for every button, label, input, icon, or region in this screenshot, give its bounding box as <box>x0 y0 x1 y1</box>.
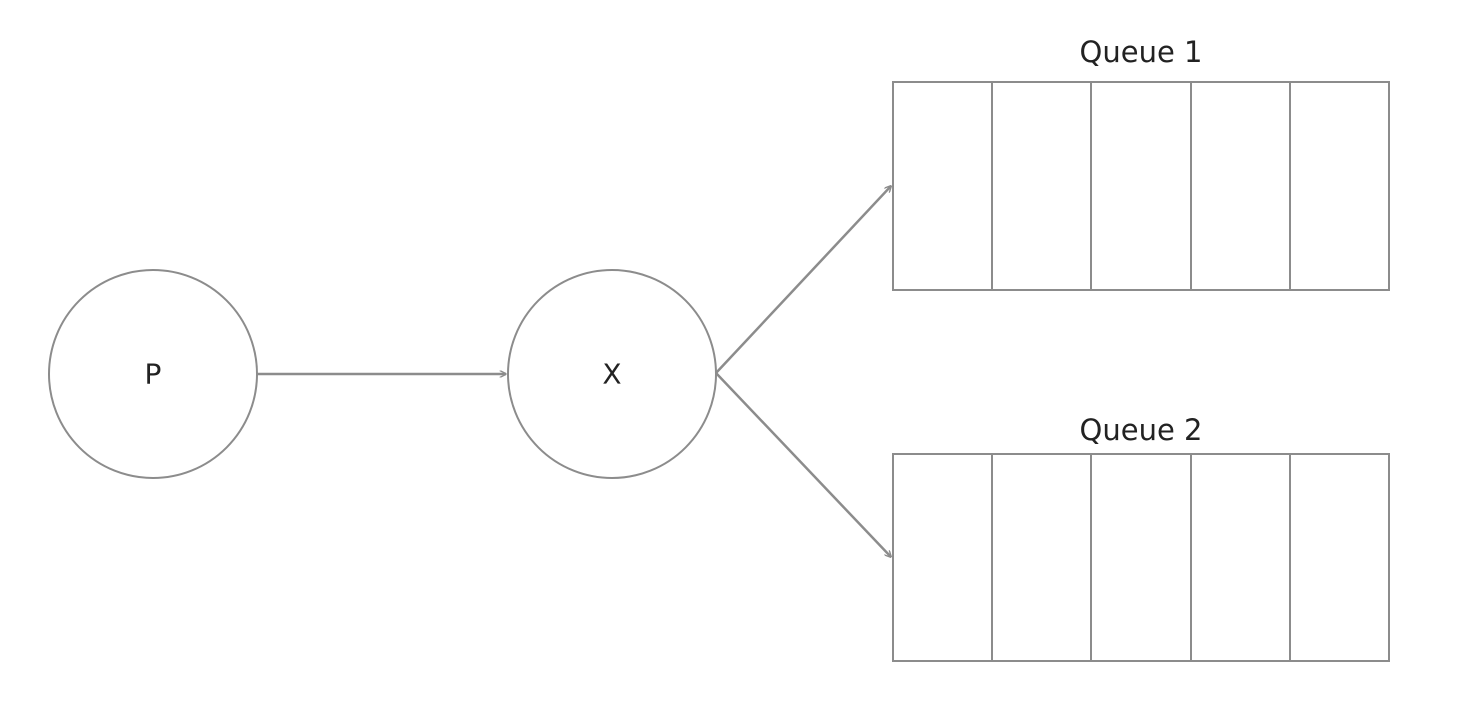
queue-2-title: Queue 2 <box>1080 413 1203 447</box>
queue-2: Queue 2 <box>892 413 1390 662</box>
exchange-label: X <box>602 358 621 391</box>
queue-1-title: Queue 1 <box>1080 35 1203 69</box>
queue-2-slots <box>991 454 1291 661</box>
producer-node: P <box>48 269 258 479</box>
queue-1-slots <box>991 82 1291 290</box>
edge-exchange-to-queue-1 <box>715 186 891 374</box>
exchange-circle <box>507 269 717 479</box>
edge-exchange-to-queue-2 <box>715 372 891 557</box>
producer-circle <box>48 269 258 479</box>
queue-1: Queue 1 <box>892 35 1390 291</box>
queue-1-frame <box>892 81 1390 291</box>
producer-label: P <box>145 358 162 391</box>
exchange-node: X <box>507 269 717 479</box>
queue-2-frame <box>892 453 1390 662</box>
